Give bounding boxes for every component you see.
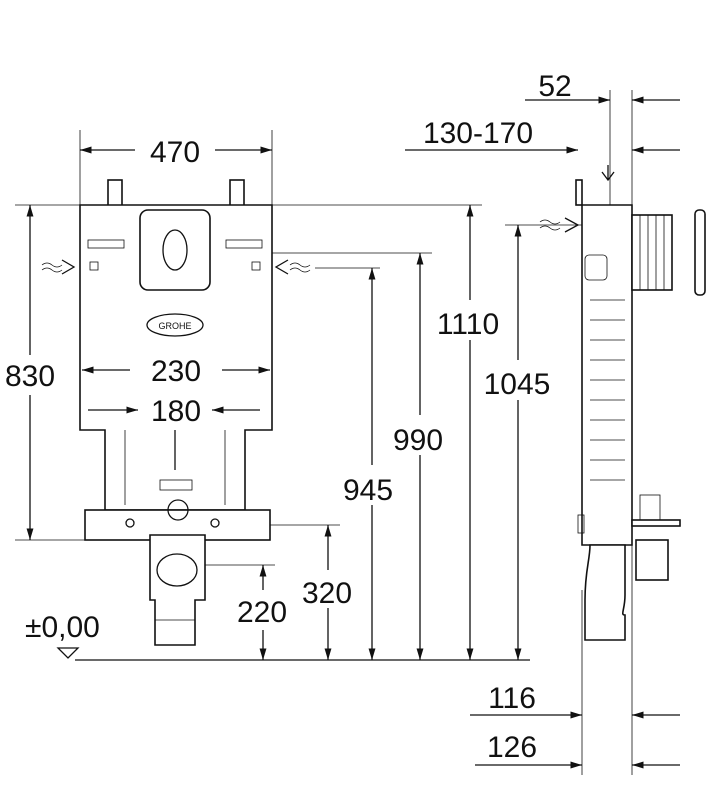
water-inlet-icons — [41, 259, 311, 275]
floor-level-label: ±0,00 — [25, 611, 100, 644]
width-180-label: 180 — [151, 395, 201, 428]
drain-pipe — [149, 534, 206, 646]
front-frame — [79, 179, 273, 646]
svg-text:GROHE: GROHE — [158, 321, 191, 331]
wall-gap-label: 130-170 — [423, 117, 533, 150]
depth-116-label: 116 — [488, 682, 536, 715]
width-230-label: 230 — [151, 355, 201, 388]
flush-plate — [139, 209, 211, 291]
width-470-label: 470 — [150, 136, 200, 169]
side-view — [539, 165, 706, 641]
offset-52-label: 52 — [538, 70, 571, 103]
floor-level-icon — [56, 647, 80, 659]
height-220-label: 220 — [237, 596, 287, 629]
height-990-label: 990 — [393, 424, 443, 457]
height-1110-label: 1110 — [437, 308, 499, 341]
height-1045-label: 1045 — [484, 368, 551, 401]
grohe-logo: GROHE — [146, 313, 204, 337]
height-320-label: 320 — [302, 577, 352, 610]
depth-126-label: 126 — [487, 731, 537, 764]
height-830-label: 830 — [5, 360, 55, 393]
height-945-label: 945 — [343, 474, 393, 507]
